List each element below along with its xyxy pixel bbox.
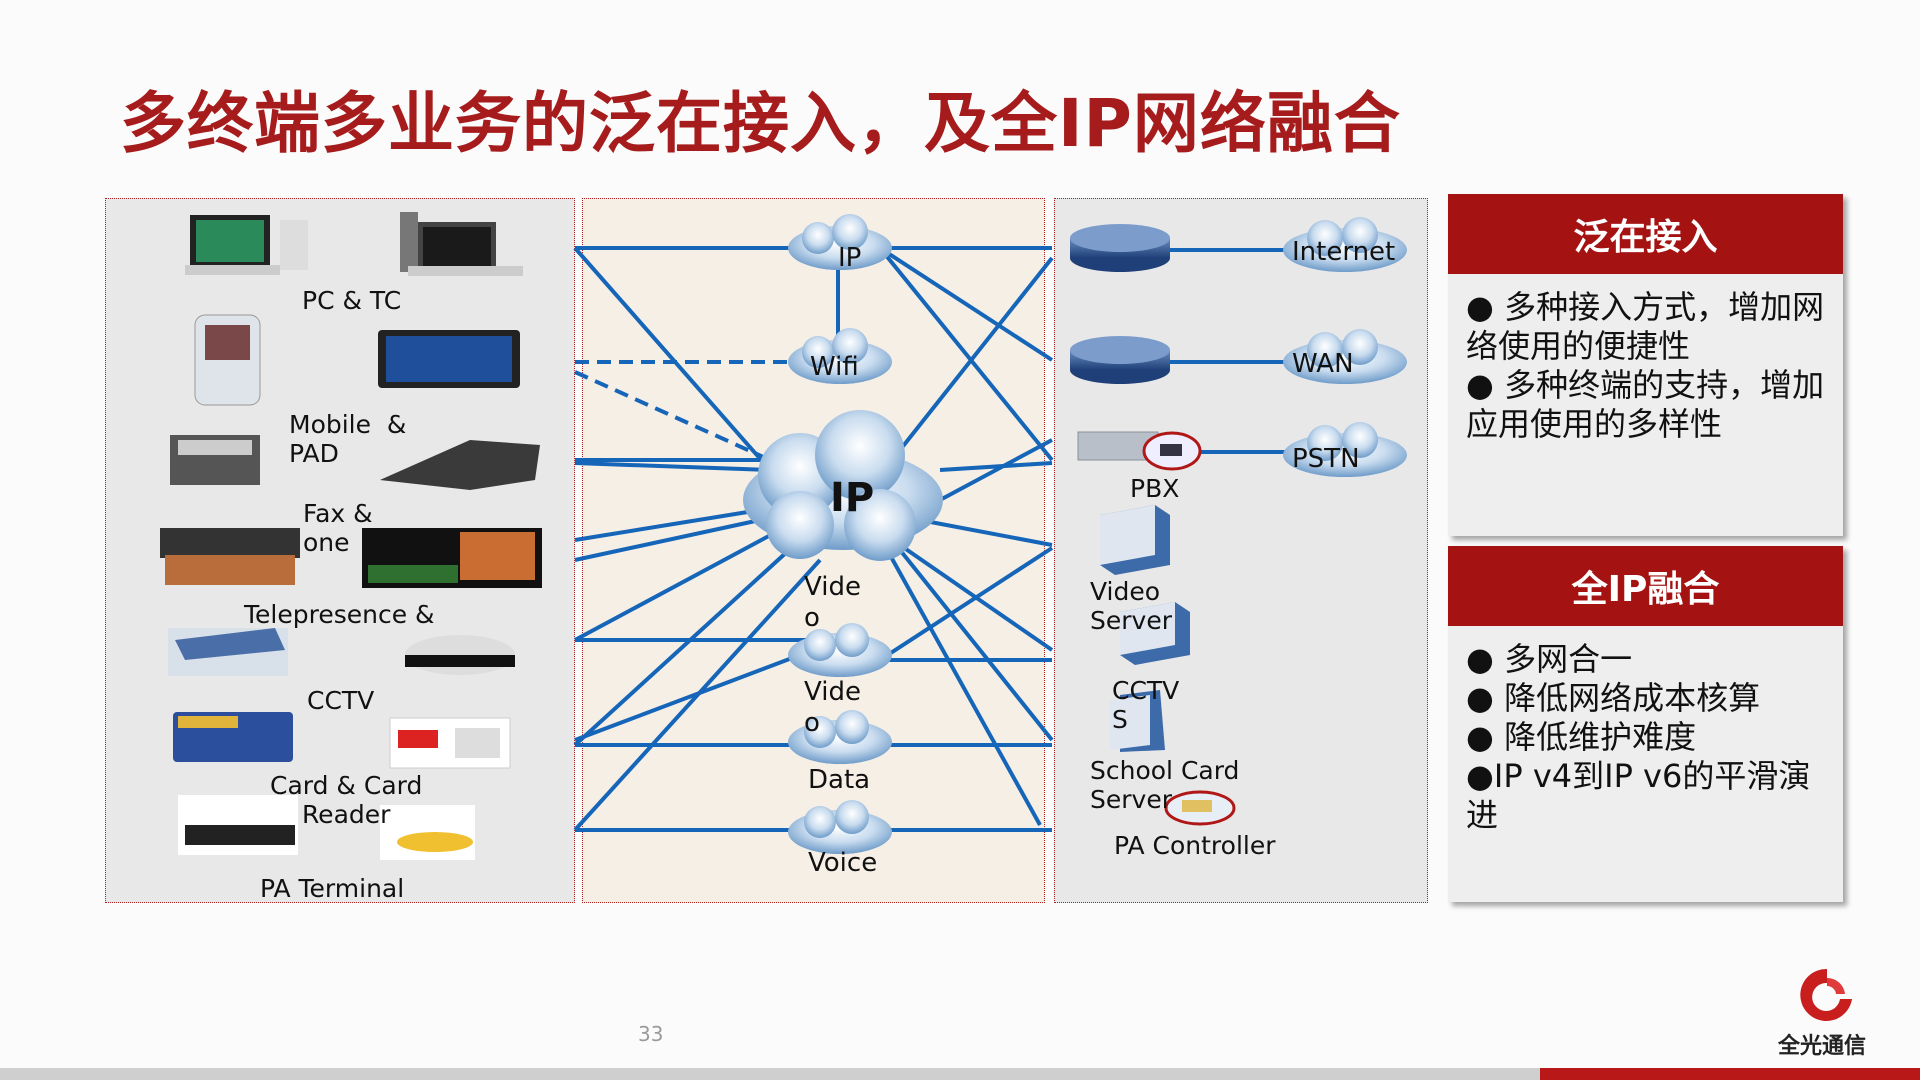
thin-client-icon: [400, 212, 523, 276]
cloud-video-1: [788, 623, 892, 677]
bullet-item: ● 多网合一: [1466, 640, 1633, 678]
speaker-icon: [380, 805, 475, 860]
label-pa-terminal: PA Terminal: [260, 874, 405, 903]
bullet-item: ●IP v4到IP v6的平滑演进: [1466, 757, 1811, 834]
label-wan: WAN: [1292, 349, 1354, 379]
link-line: [573, 538, 802, 747]
cloud-video-2: [788, 710, 892, 764]
box-heading: 全IP融合: [1448, 546, 1843, 626]
label-pbx: PBX: [1130, 474, 1180, 503]
link-line: [878, 246, 1054, 362]
cloud-label-voice: Voice: [808, 848, 878, 878]
router-icon: [1070, 224, 1170, 272]
link-line: [574, 508, 761, 542]
ubiquitous-access-box: 泛在接入 ● 多种接入方式，增加网络使用的便捷性 ● 多种终端的支持，增加应用使…: [1448, 194, 1843, 536]
label-internet: Internet: [1292, 237, 1396, 267]
footer-bar: [0, 1068, 1920, 1080]
cloud-label-data: Data: [808, 765, 871, 795]
link-line: [878, 546, 1054, 662]
telepresence-icon: [160, 528, 300, 585]
bullet-item: ● 多种终端的支持，增加应用使用的多样性: [1466, 366, 1825, 443]
footer-accent: [1540, 1068, 1920, 1080]
link-line: [919, 518, 1053, 547]
company-logo-text: 全光通信: [1778, 1034, 1867, 1059]
smart-card-icon: [173, 712, 293, 762]
link-line: [898, 548, 1054, 742]
company-logo-icon: [1800, 968, 1852, 1021]
cloud-ip-core: [743, 410, 943, 561]
label-pstn: PSTN: [1292, 444, 1360, 474]
fax-machine-icon: [170, 435, 260, 485]
bullet-item: ● 降低维护难度: [1466, 718, 1697, 756]
cloud-label-ip-core: IP: [830, 475, 875, 521]
label-school-card-server: School Card Server: [1090, 756, 1240, 814]
router-icon: [1070, 336, 1170, 384]
tablet-icon: [378, 330, 520, 388]
link-line: [939, 461, 1053, 472]
pa-terminal-icon: [178, 795, 298, 855]
ip-phone-icon: [380, 440, 540, 490]
server-icon: [1110, 690, 1165, 752]
cloud-voice: [788, 800, 892, 854]
cloud-wan: [1283, 329, 1407, 384]
cctv-camera-icon: [168, 628, 288, 676]
server-icon: [1100, 505, 1170, 575]
card-reader-icon: [389, 717, 511, 769]
label-cctv-server: CCTV S: [1112, 676, 1180, 734]
page-title: 多终端多业务的泛在接入，及全IP网络融合: [120, 85, 1401, 162]
bullet-item: ● 降低网络成本核算: [1466, 679, 1761, 717]
label-cctv: CCTV: [307, 686, 375, 715]
cloud-ip-small: [788, 214, 892, 270]
cloud-pstn: [1283, 422, 1407, 477]
label-pa-controller: PA Controller: [1114, 831, 1276, 860]
label-telepresence: Telepresence &: [244, 600, 435, 629]
bullet-item: ● 多种接入方式，增加网络使用的便捷性: [1466, 288, 1825, 365]
cloud-internet: [1283, 217, 1407, 272]
cloud-label-video-2: Vide o: [804, 677, 861, 738]
dome-camera-icon: [405, 635, 515, 675]
all-ip-fusion-box: 全IP融合 ● 多网合一 ● 降低网络成本核算 ● 降低维护难度 ●IP v4到…: [1448, 546, 1843, 902]
label-fax-phone: Fax & one: [303, 499, 373, 557]
link-line: [573, 246, 772, 472]
cloud-label-video-1: Vide o: [804, 572, 861, 633]
label-pc-tc: PC & TC: [302, 286, 402, 315]
pbx-icon: [1077, 431, 1202, 471]
link-line: [878, 246, 1054, 462]
link-line: [574, 653, 801, 742]
label-card-reader: Card & Card Reader: [270, 771, 423, 829]
link-line: [574, 518, 761, 562]
link-line: [939, 438, 1053, 502]
link-line: [574, 461, 771, 472]
cloud-wifi: [788, 328, 892, 384]
pa-controller-icon: [1164, 790, 1236, 826]
label-mobile-pad: Mobile & PAD: [289, 410, 407, 468]
label-video-server: Video Server: [1090, 577, 1172, 635]
page-number: 33: [638, 1022, 664, 1046]
cloud-label-wifi: Wifi: [810, 352, 859, 382]
link-line: [888, 554, 1042, 826]
dashed-link: [574, 370, 771, 462]
pc-icon: [185, 215, 308, 275]
tv-screen-icon: [362, 528, 542, 588]
box-heading: 泛在接入: [1448, 194, 1843, 274]
server-icon: [1120, 602, 1190, 665]
mobile-phone-icon: [194, 314, 261, 406]
link-line: [574, 528, 781, 642]
cloud-label-ip: IP: [838, 243, 862, 273]
link-line: [898, 256, 1054, 452]
